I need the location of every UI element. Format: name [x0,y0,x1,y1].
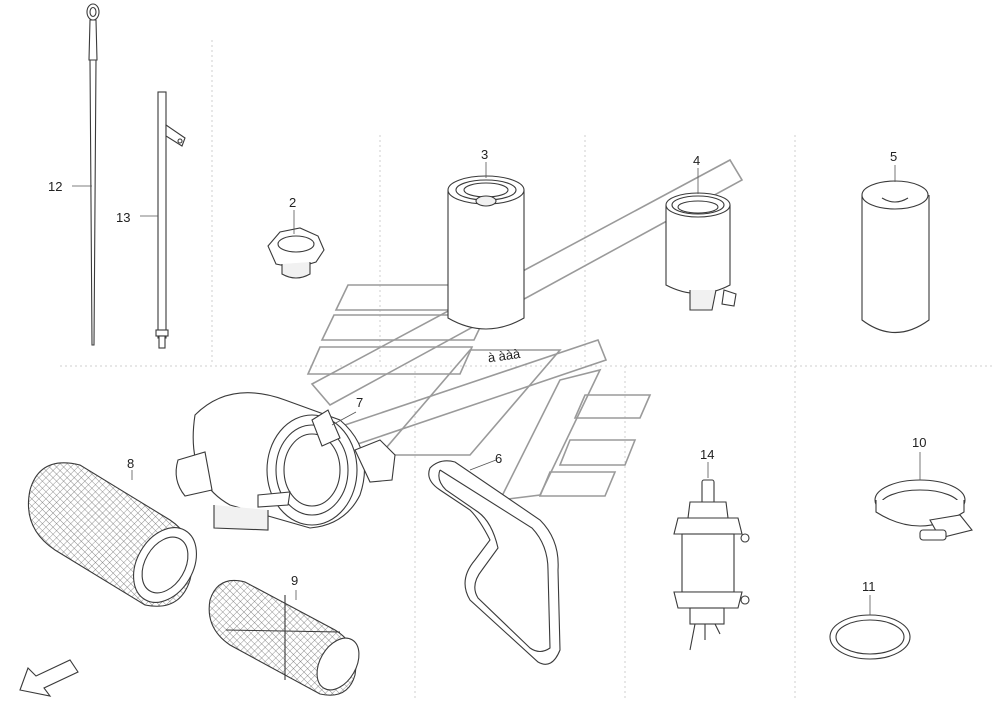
orientation-arrow-icon [19,659,79,697]
part-oil-filter[interactable] [447,162,525,330]
callout-7[interactable]: 7 [356,395,363,410]
callout-5[interactable]: 5 [890,149,897,164]
part-air-filter-housing[interactable] [175,392,396,531]
callout-labels: 12 13 2 3 4 5 7 6 8 9 14 10 11 [48,147,926,594]
callout-12[interactable]: 12 [48,179,62,194]
callout-4[interactable]: 4 [693,153,700,168]
part-seal-ring[interactable] [829,595,911,660]
callout-6[interactable]: 6 [495,451,502,466]
callout-10[interactable]: 10 [912,435,926,450]
callout-14[interactable]: 14 [700,447,714,462]
callout-8[interactable]: 8 [127,456,134,471]
part-fuel-pump[interactable] [673,462,750,651]
part-filter-element[interactable] [861,165,930,333]
section-grid [60,40,995,700]
small-mark-text: à ààà [487,346,522,365]
callout-9[interactable]: 9 [291,573,298,588]
callout-2[interactable]: 2 [289,195,296,210]
part-oil-filler-cap[interactable] [267,210,325,279]
callout-13[interactable]: 13 [116,210,130,225]
callout-11[interactable]: 11 [862,579,876,594]
part-clamp-band[interactable] [874,452,973,541]
callout-3[interactable]: 3 [481,147,488,162]
part-fuel-filter[interactable] [665,168,737,311]
part-oil-dipstick[interactable] [72,3,100,346]
part-drive-belt[interactable] [428,459,561,665]
part-air-filter-outer-element[interactable] [27,462,209,614]
part-dipstick-tube[interactable] [140,91,186,349]
part-air-filter-inner-element[interactable] [208,579,367,697]
